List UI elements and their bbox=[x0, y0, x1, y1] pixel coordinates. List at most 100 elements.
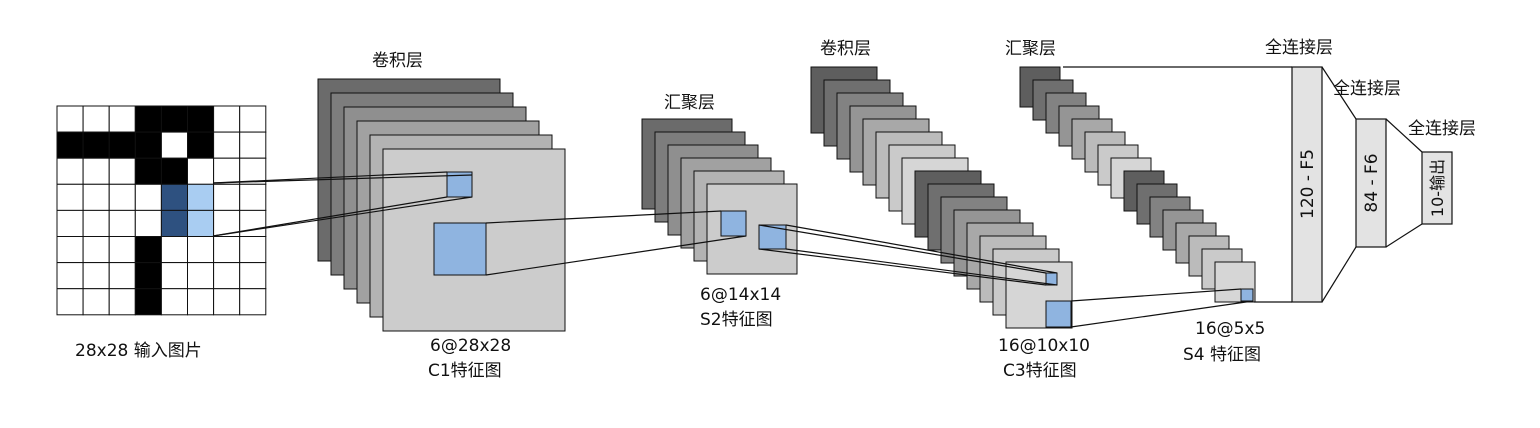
input-grid-cell bbox=[160, 183, 188, 211]
s2-pool-target-patch bbox=[720, 210, 747, 237]
connector-line bbox=[758, 248, 1047, 286]
c1-title: 卷积层 bbox=[372, 51, 423, 71]
input-grid-cell bbox=[160, 157, 188, 185]
input-grid-cell bbox=[239, 288, 267, 316]
s2-title: 汇聚层 bbox=[664, 93, 715, 113]
input-grid-cell bbox=[108, 131, 136, 159]
input-grid-cell bbox=[160, 105, 188, 133]
c1-name-label: C1特征图 bbox=[428, 361, 502, 381]
connector-line bbox=[758, 224, 1047, 274]
input-grid-cell bbox=[239, 105, 267, 133]
output-label: 10-输出 bbox=[1428, 159, 1447, 217]
input-grid-cell bbox=[239, 183, 267, 211]
f5-label: 120 - F5 bbox=[1298, 149, 1318, 219]
input-grid-cell bbox=[56, 236, 84, 264]
c3-size-label: 16@10x10 bbox=[998, 336, 1090, 356]
input-grid-cell bbox=[213, 288, 241, 316]
f6-box bbox=[1355, 118, 1387, 248]
f6-title: 全连接层 bbox=[1333, 79, 1401, 99]
input-grid-cell bbox=[160, 288, 188, 316]
input-grid-cell bbox=[82, 183, 110, 211]
input-grid-cell bbox=[160, 209, 188, 237]
input-grid-cell bbox=[160, 262, 188, 290]
input-grid-cell bbox=[239, 262, 267, 290]
input-grid-cell bbox=[187, 131, 215, 159]
input-grid-cell bbox=[82, 262, 110, 290]
connector-line bbox=[212, 174, 473, 184]
input-grid-cell bbox=[213, 105, 241, 133]
input-grid-cell bbox=[213, 131, 241, 159]
input-grid-cell bbox=[134, 236, 162, 264]
output-layer: 10-输出 bbox=[1385, 118, 1453, 248]
input-grid-cell bbox=[187, 183, 215, 211]
output-title: 全连接层 bbox=[1408, 119, 1476, 139]
input-grid-cell bbox=[160, 236, 188, 264]
connector-line bbox=[212, 196, 473, 237]
input-grid-cell bbox=[108, 236, 136, 264]
c1-feature-map-stack bbox=[317, 78, 566, 332]
f6-label: 84 - F6 bbox=[1362, 153, 1382, 212]
s4-feature-map-stack bbox=[1019, 66, 1256, 303]
input-grid-cell bbox=[187, 262, 215, 290]
s4-target-patch bbox=[1240, 288, 1254, 302]
input-grid-cell bbox=[187, 105, 215, 133]
input-grid-cell bbox=[108, 262, 136, 290]
input-grid-cell bbox=[134, 157, 162, 185]
c3-name-label: C3特征图 bbox=[1003, 361, 1077, 381]
f5-title: 全连接层 bbox=[1265, 38, 1333, 58]
input-grid-cell bbox=[56, 105, 84, 133]
input-grid-cell bbox=[82, 288, 110, 316]
c3-target-patch bbox=[1045, 272, 1058, 286]
input-grid-cell bbox=[187, 236, 215, 264]
input-grid-cell bbox=[213, 183, 241, 211]
f5-box bbox=[1291, 66, 1323, 303]
f6-layer: 84 - F6 bbox=[1321, 66, 1387, 303]
input-grid-cell bbox=[108, 209, 136, 237]
input-grid-cell bbox=[56, 209, 84, 237]
input-grid-cell bbox=[239, 236, 267, 264]
input-grid-cell bbox=[213, 262, 241, 290]
connector-line bbox=[212, 196, 448, 237]
s4-name-label: S4 特征图 bbox=[1183, 345, 1261, 365]
connector-line bbox=[485, 210, 722, 224]
connector-line bbox=[785, 248, 1058, 286]
connector-line bbox=[785, 224, 1058, 274]
input-grid-cell bbox=[56, 183, 84, 211]
s4-title: 汇聚层 bbox=[1005, 39, 1056, 59]
input-grid-cell bbox=[239, 131, 267, 159]
out-link-bottom bbox=[1385, 223, 1423, 248]
input-grid-cell bbox=[160, 131, 188, 159]
connector-line bbox=[212, 171, 448, 184]
connector-line bbox=[1070, 288, 1242, 302]
input-grid-cell bbox=[82, 157, 110, 185]
input-grid-cell bbox=[82, 105, 110, 133]
input-grid-cell bbox=[82, 236, 110, 264]
input-grid-cell bbox=[108, 105, 136, 133]
input-image-grid bbox=[56, 105, 267, 316]
input-grid-cell bbox=[56, 131, 84, 159]
input-grid-cell bbox=[56, 288, 84, 316]
s2-name-label: S2特征图 bbox=[700, 310, 773, 330]
f5-layer: 120 - F5 bbox=[1063, 66, 1323, 303]
f6-link-bottom bbox=[1321, 246, 1357, 303]
input-grid-cell bbox=[134, 209, 162, 237]
input-grid-cell bbox=[56, 157, 84, 185]
input-grid-cell bbox=[239, 209, 267, 237]
c3-pool-patch bbox=[1045, 300, 1072, 328]
c1-pool-patch bbox=[433, 222, 487, 276]
input-grid-cell bbox=[187, 288, 215, 316]
connector-line bbox=[1070, 300, 1254, 328]
s4-size-label: 16@5x5 bbox=[1195, 319, 1265, 339]
input-grid-cell bbox=[56, 262, 84, 290]
f6-link-top bbox=[1321, 66, 1357, 120]
input-grid-cell bbox=[108, 288, 136, 316]
input-grid-cell bbox=[108, 157, 136, 185]
receptive-field-connectors bbox=[212, 171, 1254, 328]
input-grid-cell bbox=[134, 131, 162, 159]
input-grid-cell bbox=[108, 183, 136, 211]
s2-size-label: 6@14x14 bbox=[700, 285, 781, 305]
c1-size-label: 6@28x28 bbox=[430, 336, 511, 356]
input-grid-cell bbox=[187, 157, 215, 185]
s4-feature-map bbox=[1214, 261, 1256, 303]
